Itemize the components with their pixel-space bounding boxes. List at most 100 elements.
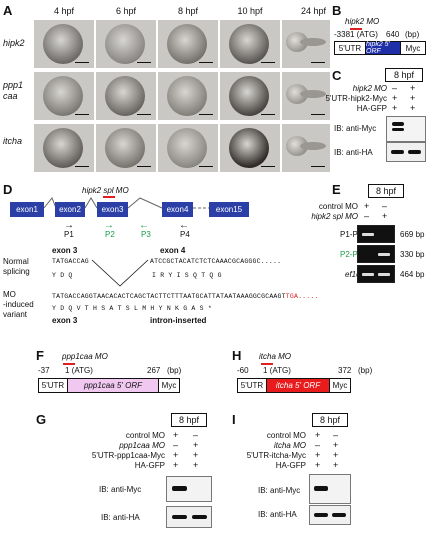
utr-box: 5'UTR [38, 378, 68, 393]
embryo-image [158, 72, 218, 120]
lane-mark: + [410, 93, 416, 103]
gel-size-label: 669 bp [400, 230, 425, 239]
band [392, 128, 404, 131]
variant-sequence: TATGACCAGGTAACACACTCAGCTACTTCTTTAATGCATT… [52, 293, 319, 300]
condition-label: 5'UTR-hipk2-Myc [325, 94, 387, 103]
embryo [229, 76, 269, 116]
blot-label: IB: anti-Myc [334, 124, 377, 133]
condition-label: control MO [266, 431, 306, 440]
exon-box: exon15 [209, 202, 249, 217]
timepoint-label: 4 hpf [53, 6, 75, 16]
embryo-image [220, 20, 280, 68]
embryo-image [158, 124, 218, 172]
lane-mark: + [193, 440, 199, 450]
splice-mo-label: hipk2 spl MO [82, 186, 129, 195]
gene-label-ppp1caa: ppp1 caa [3, 80, 24, 101]
panel-b-letter: B [332, 3, 342, 18]
gel-size-label: 464 bp [400, 270, 425, 279]
embryo-image-24hpf [282, 124, 330, 172]
scale-bar [311, 165, 325, 167]
scale-bar [75, 113, 89, 115]
primer-arrow-right-icon: → [64, 220, 74, 231]
gel-size-label: 330 bp [400, 250, 425, 259]
exon-box: exon1 [10, 202, 44, 217]
western-blot-ha [166, 506, 212, 528]
condition-label: HA-GFP [134, 461, 165, 470]
lane-mark: + [315, 460, 321, 470]
embryo-tail [300, 142, 326, 150]
gel-primer-label: ef1α [345, 270, 361, 279]
embryo [105, 76, 145, 116]
hpf-label: 8 hpf [312, 413, 348, 427]
blot-label: IB: anti-HA [101, 513, 140, 522]
western-blot-ha [309, 505, 351, 525]
splice-junction-line [91, 259, 149, 287]
primer-label: P2 [105, 230, 115, 239]
gene-structure-lines [43, 197, 209, 209]
condition-label: itcha MO [273, 441, 306, 450]
exon-box: exon2 [55, 202, 85, 217]
normal-sequence-left: TATGACCAG [52, 258, 89, 265]
embryo-image [96, 72, 156, 120]
intron-inserted-label: intron-inserted [150, 316, 207, 325]
lane-mark: – [315, 440, 321, 450]
embryo-tail [300, 90, 326, 98]
lane-mark: + [382, 211, 388, 221]
condition-label: control MO [125, 431, 165, 440]
timepoint-label: 10 hpf [237, 6, 263, 16]
construct-unit: (bp) [167, 366, 182, 375]
construct-end: 372 [338, 366, 352, 375]
lane-mark: – [392, 83, 398, 93]
band [362, 273, 374, 276]
mo-target-bar [261, 363, 273, 365]
embryo [229, 128, 269, 168]
myc-box: Myc [329, 378, 351, 393]
lane-mark: + [333, 450, 339, 460]
scale-bar [199, 61, 213, 63]
lane-mark: + [315, 430, 321, 440]
primer-arrow-left-icon: ← [179, 220, 189, 231]
embryo-image [34, 20, 94, 68]
embryo [43, 128, 83, 168]
mo-target-bar [350, 28, 362, 30]
lane-mark: + [173, 450, 179, 460]
band [408, 150, 421, 154]
embryo-image-24hpf [282, 72, 330, 120]
construct-unit: (bp) [405, 30, 420, 39]
panel-g-letter: G [36, 412, 47, 427]
condition-label: HA-GFP [356, 104, 387, 113]
panel-f-letter: F [36, 348, 44, 363]
embryo [167, 128, 207, 168]
construct-mo-label: itcha MO [259, 352, 292, 361]
lane-mark: + [333, 440, 339, 450]
scale-bar [261, 61, 275, 63]
band [378, 253, 390, 256]
embryo-image [158, 20, 218, 68]
band [314, 513, 328, 517]
orf-box: ppp1caa 5' ORF [67, 378, 159, 393]
exon-box: exon3 [97, 202, 128, 217]
primer-label: P1 [64, 230, 74, 239]
gel-primer-label: P1-P4 [340, 230, 363, 239]
rt-pcr-gel [357, 265, 395, 283]
embryo [167, 76, 207, 116]
construct-unit: (bp) [358, 366, 373, 375]
lane-mark: + [173, 430, 179, 440]
scale-bar [311, 61, 325, 63]
embryo [43, 24, 83, 64]
panel-h-letter: H [232, 348, 242, 363]
embryo [105, 24, 145, 64]
hpf-label: 8 hpf [368, 184, 404, 198]
normal-aa-left: Y D Q [52, 272, 73, 279]
lane-mark: – [173, 440, 179, 450]
primer-arrow-right-icon: → [104, 220, 114, 231]
mo-target-bar [103, 196, 115, 198]
exon4-label: exon 4 [160, 246, 186, 255]
orf-box: hipk2 5' ORF [365, 41, 401, 55]
band [332, 513, 346, 517]
condition-label: hipk2 MO [352, 84, 387, 93]
lane-mark: – [193, 430, 199, 440]
timepoint-label: 24 hpf [300, 6, 326, 16]
panel-i-letter: I [232, 412, 236, 427]
primer-label: P4 [180, 230, 190, 239]
